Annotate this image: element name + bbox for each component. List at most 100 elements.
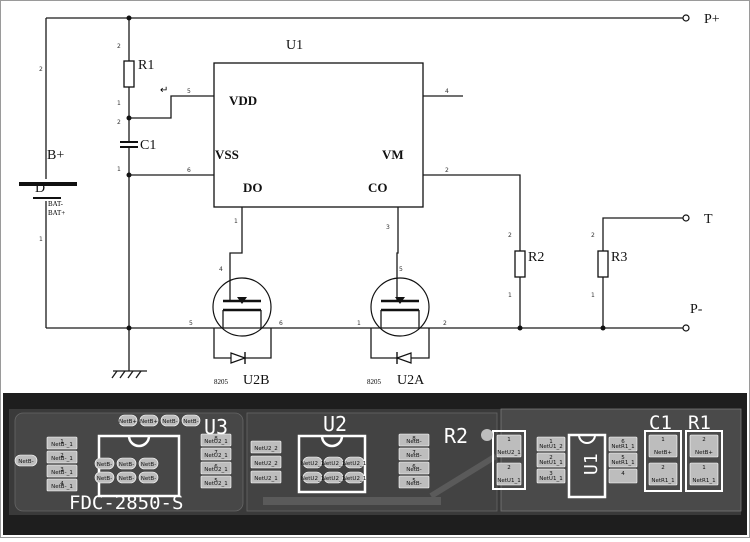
u3-right-pad-pin: 5 (214, 478, 218, 484)
u2-left-pad (250, 440, 282, 454)
r1-pad-net: NetR1_1 (692, 478, 715, 484)
u1-right-pad-net: NetR1_1 (611, 460, 634, 466)
label-u1-vm: VM (382, 147, 404, 162)
wire-do-gate (229, 207, 243, 301)
pin-u2a-src-left: 1 (357, 320, 361, 327)
pin-c1-bottom: 1 (117, 166, 121, 173)
resistor-r1 (123, 60, 135, 88)
top-net-pad (118, 414, 138, 427)
u3-center-pad-net: NetB- (119, 462, 134, 468)
pin-u1-co: 3 (386, 224, 390, 231)
mosfet-u2b-arrow (237, 297, 247, 304)
u1-right-pad-net: NetR1_1 (611, 444, 634, 450)
u3-right-pad-net: NetU2_1 (204, 439, 227, 445)
pin-u2b-src-right: 6 (279, 320, 283, 327)
u3-center-pad (116, 457, 137, 470)
u2-center-pad (344, 471, 365, 484)
u2-center-pad-net: NetU2_1 (301, 461, 324, 467)
u3-right-pad (200, 475, 232, 489)
u3-left-pad-pin: 1 (60, 439, 64, 445)
u3-center-pads: NetB-NetB-NetB-NetB-NetB-NetB- (94, 457, 159, 484)
u2-right-pad (398, 433, 430, 447)
u3-center-pad-net: NetB- (141, 462, 156, 468)
pin-u1-vdd: 5 (187, 88, 191, 95)
label-battery: B+ (47, 148, 64, 163)
u3-center-pad (138, 471, 159, 484)
u1-left-pad (536, 436, 566, 452)
r2-pad-net: NetU2_1 (497, 450, 520, 456)
terminal-p-plus (682, 14, 690, 22)
u3-left-pad (46, 450, 78, 464)
resistor-r2 (514, 250, 526, 278)
label-bat-plus: BAT+ (48, 209, 65, 217)
silk-r2-outline (492, 430, 526, 490)
wire-co-gate (396, 207, 399, 301)
u2-center-pad-net: NetU2_1 (301, 476, 324, 482)
left-net-pad (14, 454, 38, 467)
pin-r1-top: 2 (117, 43, 121, 50)
u2-left-pad (250, 455, 282, 469)
pin-b-top: 2 (39, 66, 43, 73)
pin-b-bottom: 1 (39, 236, 43, 243)
label-r3: R3 (611, 250, 627, 265)
u3-right-pad-pin: 7 (214, 450, 218, 456)
silk-u2-outline (297, 434, 367, 494)
junction-bottom-c1 (126, 325, 132, 331)
top-net-pad-net: NetB+ (140, 419, 158, 425)
pin-r1-bottom: 1 (117, 100, 121, 107)
u3-right-pad (200, 433, 232, 447)
label-t: T (704, 212, 713, 227)
u1-right-pad-pin: 5 (621, 455, 625, 461)
copper-trace-diag (429, 453, 498, 499)
top-net-pad (160, 414, 180, 427)
u3-left-pad-net: NetB-_1 (51, 442, 73, 448)
silk-u3: U3 (204, 415, 228, 439)
r2-pad (496, 462, 522, 486)
u3-center-pad-net: NetB- (97, 476, 112, 482)
diode-u2b (230, 352, 247, 364)
junction-r3 (600, 325, 606, 331)
pin-r2-bottom: 1 (508, 292, 512, 299)
u3-right-pad-net: NetU2_1 (204, 453, 227, 459)
u3-left-pad-net: NetB-_1 (51, 484, 73, 490)
pin-u1-vm: 2 (445, 167, 449, 174)
u1-left-pad (536, 468, 566, 484)
u3-right-pad (200, 461, 232, 475)
ground-symbol-hatch-1 (111, 370, 118, 379)
pin-u1-vss: 6 (187, 167, 191, 174)
label-u1-vss: VSS (215, 147, 239, 162)
u2-right-pad-pin: 7 (412, 450, 416, 456)
u2-left-pad-net: NetU2_2 (254, 446, 277, 452)
silk-part-number: FDC-2850-S (69, 492, 183, 514)
r2-via (481, 429, 493, 441)
u3-center-pad (94, 457, 115, 470)
u2-right-pad-net: NetB- (406, 467, 421, 473)
silk-c1-outline (644, 430, 682, 492)
silk-c1: C1 (649, 412, 672, 434)
u2-center-pad (302, 471, 323, 484)
label-battery-d: D (35, 181, 45, 196)
pin-c1-top: 2 (117, 119, 121, 126)
r2-pad-pin: 2 (507, 465, 511, 471)
c1-pad (648, 434, 678, 458)
u3-right-pad-net: NetU2_1 (204, 467, 227, 473)
mosfet-u2b-circle (212, 277, 272, 337)
left-net-pad-net: NetB- (18, 459, 33, 465)
label-u2b-code: 8205 (214, 378, 229, 386)
u3-center-pad-net: NetB- (141, 476, 156, 482)
label-r1: R1 (138, 58, 154, 73)
schematic: P+ P- B+ D BAT- BAT+ 2 1 R1 2 1 C1 2 1 (19, 12, 720, 388)
top-net-pad (181, 414, 201, 427)
u2-right-pad-net: NetB- (406, 481, 421, 487)
silk-u2-notch (320, 435, 344, 448)
silk-u1: U1 (581, 453, 602, 475)
u1-left-pad-pin: 1 (549, 439, 553, 445)
u1-right-pad (608, 468, 638, 484)
u3-center-pad (116, 471, 137, 484)
u3-left-pad (46, 478, 78, 492)
u2-right-pad-pin: 6 (412, 464, 416, 470)
silk-u1-notch (578, 434, 596, 444)
